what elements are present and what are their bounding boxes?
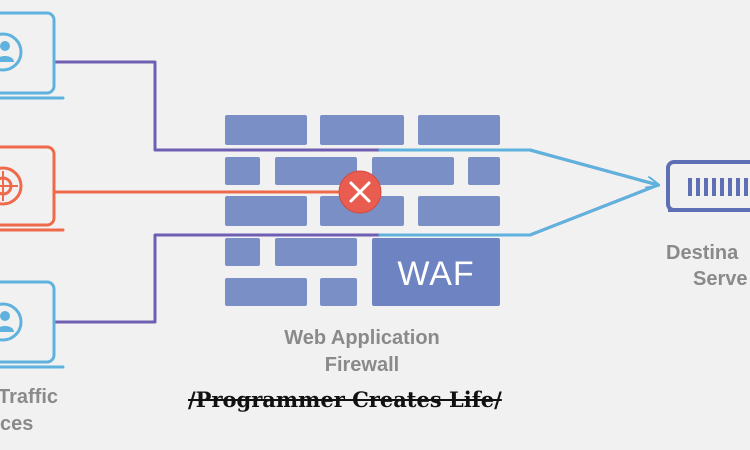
firewall-label-line-1: Web Application <box>284 327 440 349</box>
brick <box>225 278 307 306</box>
traffic-sources-label-line-2: ces <box>0 413 33 435</box>
destination-server-label-line-1: Destina <box>666 242 739 264</box>
brick <box>468 157 500 185</box>
blocked-icon <box>338 170 382 214</box>
traffic-sources-label-line-1: Traffic <box>0 386 58 408</box>
watermark-caption: /Programmer Creates Life/ <box>188 387 502 412</box>
allowed-arrow-top <box>378 148 658 185</box>
waf-label: WAF <box>397 255 474 293</box>
waf-block <box>372 238 500 306</box>
firewall-label-line-2: Firewall <box>325 354 399 376</box>
brick <box>225 196 307 226</box>
laptop-middle-icon <box>0 145 65 232</box>
server-icon <box>666 160 750 212</box>
brick <box>320 115 404 145</box>
brick <box>418 115 500 145</box>
brick <box>372 157 454 185</box>
brick <box>275 157 357 185</box>
brick <box>225 115 307 145</box>
brick <box>275 238 357 266</box>
brick <box>418 196 500 226</box>
brick <box>225 238 260 266</box>
brick <box>225 157 260 185</box>
laptop-bottom-icon <box>0 280 65 369</box>
laptop-top-icon <box>0 11 65 100</box>
brick <box>320 278 357 306</box>
destination-server-label-line-2: Serve <box>693 268 748 290</box>
allowed-arrow-bottom <box>378 183 660 237</box>
